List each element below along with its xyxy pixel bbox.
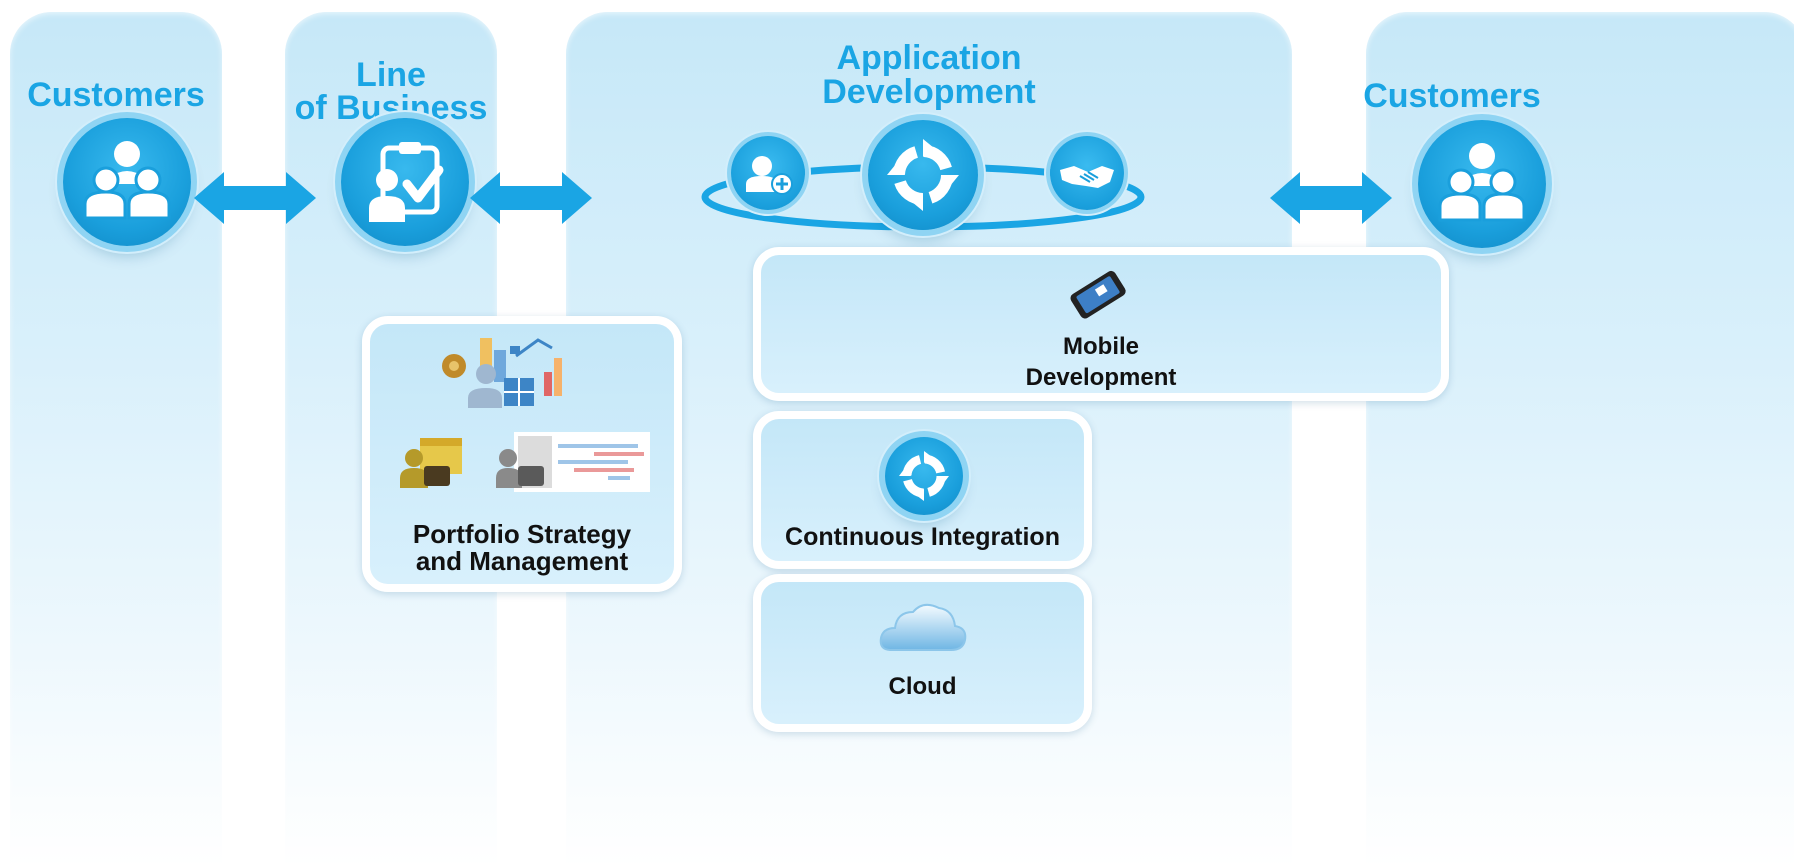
circular-arrows-icon (868, 120, 978, 230)
cloud-card: Cloud (753, 574, 1092, 732)
mobile-label-1: Mobile (1063, 333, 1139, 360)
double-headed-arrow-icon (194, 172, 316, 224)
portfolio-card: Portfolio Strategy and Management (362, 316, 682, 592)
app-dev-title-1: Application (836, 39, 1022, 77)
double-headed-arrow-icon (1270, 172, 1392, 224)
smartphone-icon (1070, 270, 1126, 319)
customers-title-right: Customers (1363, 77, 1541, 115)
add-user-icon (731, 136, 805, 210)
cloud-icon (879, 603, 967, 651)
clipboard-person-check-icon (341, 118, 469, 246)
customers-icon-right (1418, 120, 1546, 248)
mobile-development-card: Mobile Development (753, 247, 1449, 401)
double-headed-arrow-icon (470, 172, 592, 224)
cloud-label: Cloud (888, 673, 957, 700)
continuous-integration-label: Continuous Integration (785, 523, 1060, 551)
customers-icon (63, 118, 191, 246)
handshake-icon (1050, 136, 1124, 210)
continuous-integration-card: Continuous Integration (753, 411, 1092, 569)
customers-column-left: Customers (10, 12, 222, 867)
customers-column-right: Customers (1363, 12, 1794, 867)
line-of-business-title-1: Line (356, 56, 426, 94)
portfolio-analytics-icon (442, 338, 562, 408)
app-dev-title-2: Development (822, 73, 1036, 111)
portfolio-label-1: Portfolio Strategy (412, 519, 632, 549)
briefcase-person-icon (400, 438, 462, 488)
customers-title-left: Customers (27, 76, 205, 114)
circular-arrows-icon (885, 437, 963, 515)
project-timeline-icon (496, 432, 650, 492)
mobile-label-2: Development (1025, 364, 1177, 391)
portfolio-label-2: and Management (415, 546, 629, 576)
